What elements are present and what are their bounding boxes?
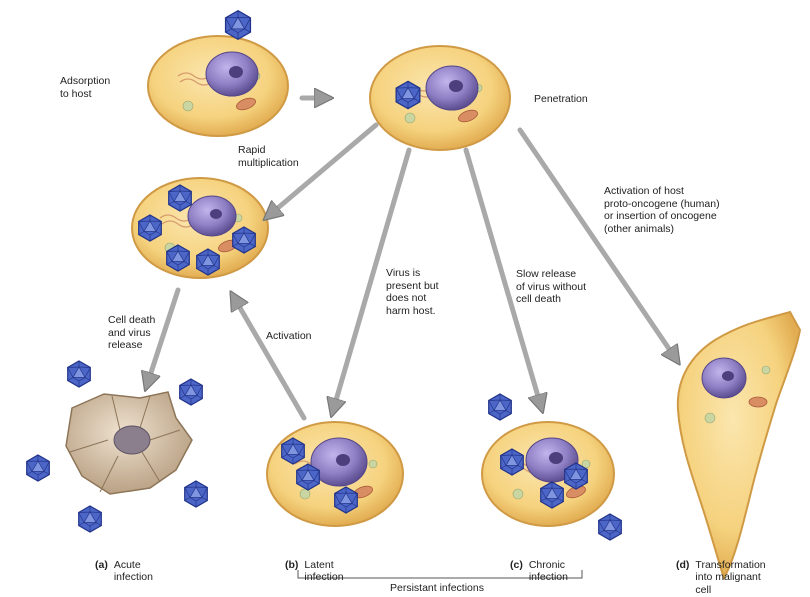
cell-dead-acute bbox=[65, 391, 193, 495]
caption-text: Acute infection bbox=[113, 558, 153, 584]
cell-latent bbox=[266, 421, 404, 527]
caption-letter: (b) bbox=[285, 558, 299, 571]
cell-adsorption bbox=[147, 35, 289, 137]
label-rapid-multiplication: Rapid multiplication bbox=[238, 144, 299, 169]
cell-malignant bbox=[676, 310, 802, 581]
caption-acute: (a) Acute infection bbox=[95, 546, 153, 584]
label-penetration: Penetration bbox=[534, 93, 588, 105]
caption-text: Transformation into malignant cell bbox=[695, 558, 766, 596]
label-adsorption: Adsorption to host bbox=[60, 75, 111, 100]
cell-multiplication bbox=[131, 177, 269, 279]
label-slow-release: Slow release of virus without cell death bbox=[516, 268, 587, 305]
caption-transformation: (d) Transformation into malignant cell bbox=[676, 546, 766, 596]
label-cell-death: Cell death and virus release bbox=[108, 314, 156, 351]
label-activation: Activation bbox=[266, 330, 312, 342]
caption-letter: (d) bbox=[676, 558, 690, 571]
label-activation-host: Activation of host proto-oncogene (human… bbox=[604, 185, 720, 235]
cell-penetration bbox=[369, 45, 511, 151]
label-virus-present: Virus is present but does not harm host. bbox=[386, 267, 439, 317]
caption-text: Chronic infection bbox=[528, 558, 568, 584]
caption-letter: (a) bbox=[95, 558, 108, 571]
persistent-bracket bbox=[297, 570, 583, 579]
label-persistent-infections: Persistant infections bbox=[390, 582, 484, 594]
process-arrows bbox=[146, 98, 678, 421]
caption-text: Latent infection bbox=[304, 558, 344, 584]
caption-chronic: (c) Chronic infection bbox=[510, 546, 568, 584]
caption-letter: (c) bbox=[510, 558, 523, 571]
cell-chronic bbox=[481, 421, 615, 527]
caption-latent: (b) Latent infection bbox=[285, 546, 344, 584]
